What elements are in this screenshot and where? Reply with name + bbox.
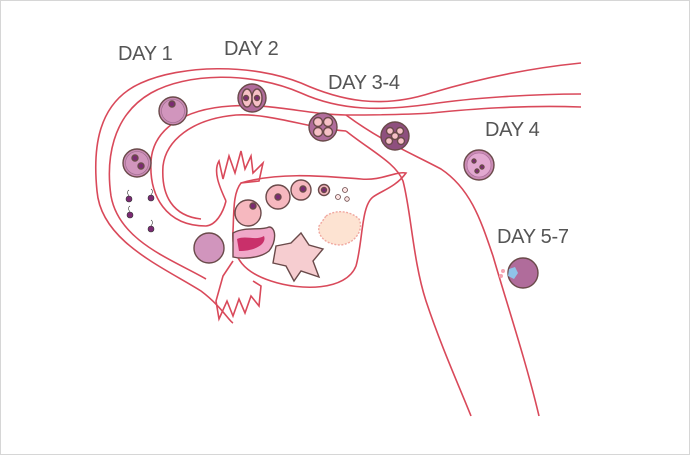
ovarian-follicles	[234, 179, 350, 227]
label-day-1: DAY 1	[118, 43, 173, 65]
four-cell-embryo	[308, 112, 338, 142]
corpus-luteum-core	[237, 236, 265, 251]
ovulated-egg	[193, 232, 225, 264]
sperm	[126, 211, 134, 219]
fallopian-tube-outer-line	[94, 62, 582, 324]
uterine-wall-left	[345, 130, 472, 417]
morula-embryo	[380, 121, 410, 151]
atretic-follicle	[318, 211, 362, 246]
fallopian-tube-inner-line	[108, 76, 582, 280]
sperm-cells	[125, 188, 155, 233]
fertilized-egg-day1	[158, 96, 188, 126]
sperm	[147, 194, 155, 202]
sperm	[125, 195, 133, 203]
label-day-3-4: DAY 3-4	[328, 72, 400, 94]
fimbriae	[215, 150, 265, 322]
label-day-5-7: DAY 5-7	[497, 226, 569, 248]
two-cell-embryo-day2	[237, 83, 267, 113]
label-day-4: DAY 4	[485, 119, 540, 141]
sperm	[147, 225, 155, 233]
morula-day4	[463, 149, 495, 181]
corpus-albicans	[272, 231, 325, 283]
zygote-cell	[122, 148, 152, 178]
label-day-2: DAY 2	[224, 38, 279, 60]
blastocyst-implantation	[499, 257, 539, 289]
tube-lower-wall-inner	[162, 114, 347, 220]
